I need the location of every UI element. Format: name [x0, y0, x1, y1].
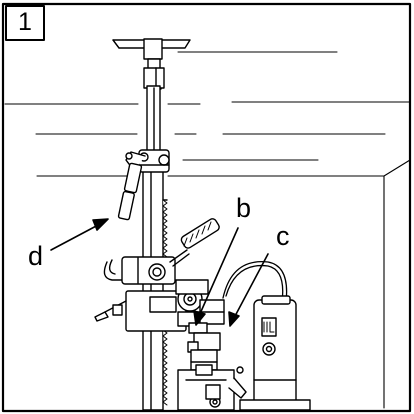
power-cable — [222, 261, 288, 303]
callout-label-c: c — [276, 221, 290, 251]
arrow-d-head — [92, 218, 109, 231]
step-number-box — [5, 5, 45, 41]
ceiling-lines — [4, 51, 411, 409]
main-column — [142, 169, 168, 411]
carriage — [94, 256, 187, 332]
step-number: 1 — [18, 7, 32, 36]
callout-label-b: b — [236, 193, 252, 223]
arrow-d-line — [50, 223, 101, 251]
feed-lever — [169, 218, 220, 267]
leader-arrows — [50, 218, 269, 327]
control-box — [239, 295, 311, 411]
drill-motor — [177, 322, 247, 411]
arrow-b-line — [198, 227, 239, 317]
callout-label-d: d — [28, 241, 44, 271]
column-clamp — [138, 149, 170, 173]
arrow-c-line — [233, 253, 269, 319]
arrow-c-head — [228, 311, 240, 327]
arrow-b-head — [193, 310, 206, 326]
clamp-handle-d — [117, 151, 146, 221]
